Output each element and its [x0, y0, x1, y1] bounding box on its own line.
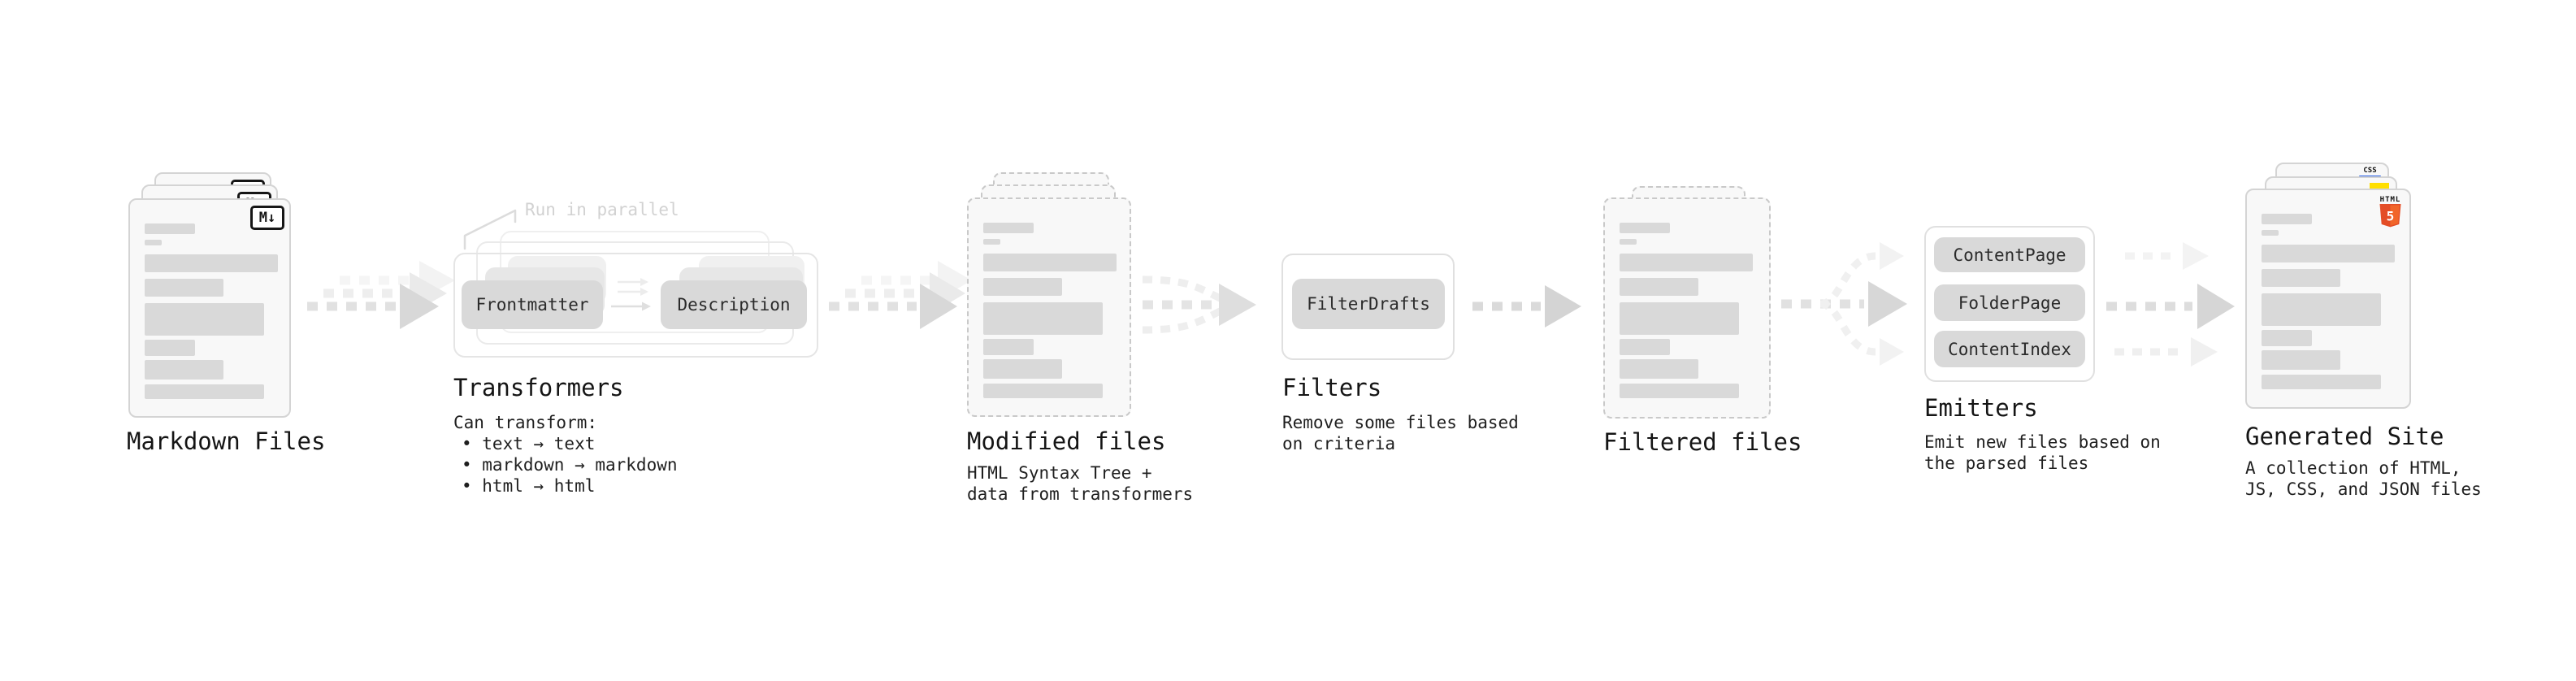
doc-text-line — [983, 359, 1062, 379]
stage-label-emitters: Emitters — [1924, 394, 2038, 422]
doc-text-line — [2262, 330, 2312, 346]
html5-wordmark: HTML — [2379, 196, 2401, 204]
stage-label-filters: Filters — [1282, 374, 1382, 401]
stage-label-generated-site: Generated Site — [2245, 423, 2444, 450]
doc-text-line — [1620, 384, 1739, 398]
emitter-contentpage-box: ContentPage — [1934, 237, 2085, 272]
doc-text-line — [145, 240, 162, 245]
generated-html-file-card: HTML 5 — [2245, 189, 2411, 409]
bullet-item: • markdown → markdown — [462, 455, 678, 475]
doc-text-line — [2262, 293, 2381, 326]
transformers-description: Can transform: — [453, 413, 598, 432]
doc-text-line — [983, 223, 1034, 233]
doc-text-line — [2262, 269, 2340, 287]
arrow-filtered-to-emitters-split-icon — [1781, 242, 1907, 366]
doc-text-line — [2262, 214, 2312, 224]
emitter-contentindex-box: ContentIndex — [1934, 331, 2085, 367]
arrow-modified-to-filters-merge-icon — [1142, 275, 1256, 334]
stage-label-transformers: Transformers — [453, 374, 624, 401]
transformer-stack-outline-front — [453, 253, 818, 358]
stage-label-filtered-files: Filtered files — [1603, 428, 1802, 456]
stage-label-modified-files: Modified files — [967, 427, 1166, 455]
doc-text-line — [145, 279, 223, 297]
doc-text-line — [1620, 339, 1670, 355]
bullet-item: • text → text — [462, 434, 596, 453]
annotation-leader-line — [463, 209, 517, 250]
html5-file-icon: HTML 5 — [2379, 196, 2401, 231]
markdown-file-card-front: M↓ — [128, 198, 291, 418]
doc-text-line — [983, 254, 1117, 271]
doc-text-line — [145, 223, 195, 234]
generated-site-description: A collection of HTML, JS, CSS, and JSON … — [2245, 458, 2482, 499]
doc-text-line — [1620, 359, 1698, 379]
filters-description: Remove some files based on criteria — [1282, 413, 1519, 453]
doc-text-line — [983, 302, 1103, 335]
arrow-markdown-to-transformers-icon — [307, 261, 455, 329]
svg-text:5: 5 — [2387, 209, 2395, 224]
doc-text-line — [2262, 350, 2340, 370]
doc-text-line — [983, 384, 1103, 398]
bullet-item: • html → html — [462, 476, 596, 496]
javascript-file-icon — [2370, 183, 2389, 191]
markdown-icon: M↓ — [250, 206, 284, 230]
doc-text-line — [983, 339, 1034, 355]
filter-filterdrafts-box: FilterDrafts — [1292, 279, 1445, 329]
arrow-transformers-to-modified-icon — [829, 261, 972, 329]
doc-text-line — [1620, 239, 1637, 245]
filtered-file-card-front — [1603, 197, 1771, 419]
doc-text-line — [145, 340, 195, 356]
doc-text-line — [145, 254, 278, 272]
transformers-bullet-list: • text → text • markdown → markdown • ht… — [462, 433, 678, 497]
transformer-description-box: Description — [661, 280, 807, 329]
doc-text-line — [983, 239, 1000, 245]
emitters-description: Emit new files based on the parsed files — [1924, 432, 2161, 473]
arrow-emitters-to-generated-icon — [2106, 242, 2235, 367]
doc-text-line — [145, 303, 264, 336]
doc-text-line — [2262, 375, 2381, 389]
doc-text-line — [1620, 254, 1753, 271]
emitter-folderpage-box: FolderPage — [1934, 284, 2085, 321]
modified-files-description: HTML Syntax Tree + data from transformer… — [967, 463, 1194, 504]
modified-file-card-front — [967, 197, 1131, 417]
arrow-filters-to-filtered-icon — [1472, 285, 1581, 327]
doc-text-line — [2262, 230, 2279, 236]
doc-text-line — [145, 360, 223, 380]
doc-text-line — [1620, 302, 1739, 335]
css-label: CSS — [2363, 167, 2377, 175]
doc-text-line — [1620, 223, 1670, 233]
doc-text-line — [1620, 278, 1698, 296]
stage-label-markdown-files: Markdown Files — [127, 427, 326, 455]
transformer-frontmatter-box: Frontmatter — [462, 280, 603, 329]
doc-text-line — [983, 278, 1062, 296]
doc-text-line — [2262, 245, 2395, 262]
doc-text-line — [145, 384, 264, 399]
transformer-parallel-arrows-icon — [611, 278, 651, 311]
run-in-parallel-annotation: Run in parallel — [525, 200, 679, 219]
html5-shield-icon: 5 — [2379, 204, 2401, 228]
